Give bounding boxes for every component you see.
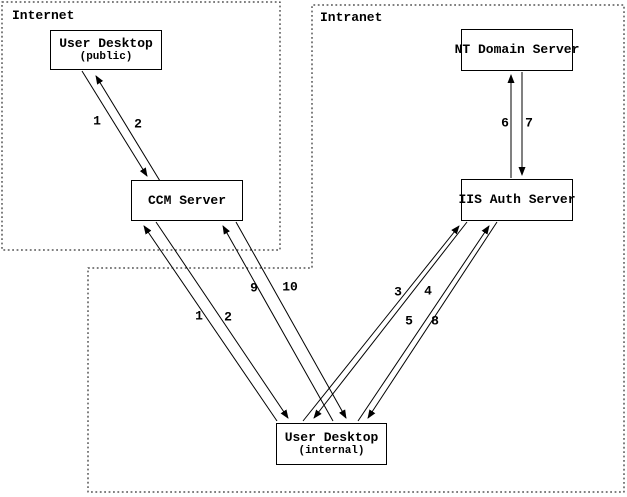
internet-zone-label: Internet — [12, 8, 75, 23]
node-user-desktop-internal-subtitle: (internal) — [298, 445, 365, 457]
node-user-desktop-public-subtitle: (public) — [79, 51, 133, 63]
arrow-4-iis-to-internal — [313, 221, 468, 419]
arrow-8-iis-to-internal — [367, 221, 498, 419]
arrow-10-ccm-to-internal — [235, 221, 347, 419]
step-label-internal-ccm-request-alt: 9 — [250, 280, 258, 296]
arrow-3-internal-to-iis — [302, 225, 460, 422]
node-ccm-server: CCM Server — [131, 180, 243, 221]
node-nt-domain-server: NT Domain Server — [455, 29, 579, 71]
arrow-1-public-to-ccm — [81, 70, 148, 177]
step-label-internal-iis-request-alt: 5 — [405, 313, 413, 329]
internet-zone-border — [1, 1, 281, 251]
node-user-desktop-internal: User Desktop (internal) — [276, 423, 387, 465]
step-label-public-ccm-response: 2 — [134, 116, 142, 132]
intranet-zone-border — [87, 4, 625, 493]
node-iis-auth-server: IIS Auth Server — [458, 179, 576, 221]
node-user-desktop-public-title: User Desktop — [59, 36, 153, 51]
step-label-iis-nt-request: 6 — [501, 115, 509, 131]
step-label-internal-ccm-response-alt: 10 — [282, 279, 298, 295]
step-label-internal-ccm-response: 2 — [224, 309, 232, 325]
arrow-5-internal-to-iis — [357, 225, 490, 422]
intranet-zone-label: Intranet — [320, 10, 383, 25]
step-label-public-ccm-request: 1 — [93, 113, 101, 129]
arrow-9-internal-to-ccm — [222, 225, 334, 422]
step-label-internal-iis-response: 4 — [424, 283, 432, 299]
step-label-internal-iis-response-alt: 8 — [431, 313, 439, 329]
node-ccm-server-title: CCM Server — [147, 192, 226, 208]
node-user-desktop-public: User Desktop (public) — [50, 30, 162, 70]
node-user-desktop-internal-title: User Desktop — [284, 430, 379, 445]
step-label-internal-iis-request: 3 — [394, 284, 402, 300]
arrow-1-internal-to-ccm — [143, 225, 278, 422]
arrow-2-ccm-to-internal — [155, 221, 289, 419]
arrow-2-ccm-to-public — [95, 75, 161, 182]
step-label-internal-ccm-request: 1 — [195, 308, 203, 324]
node-iis-auth-server-title: IIS Auth Server — [458, 192, 576, 207]
node-nt-domain-server-title: NT Domain Server — [454, 42, 580, 57]
step-label-iis-nt-response: 7 — [525, 115, 533, 131]
